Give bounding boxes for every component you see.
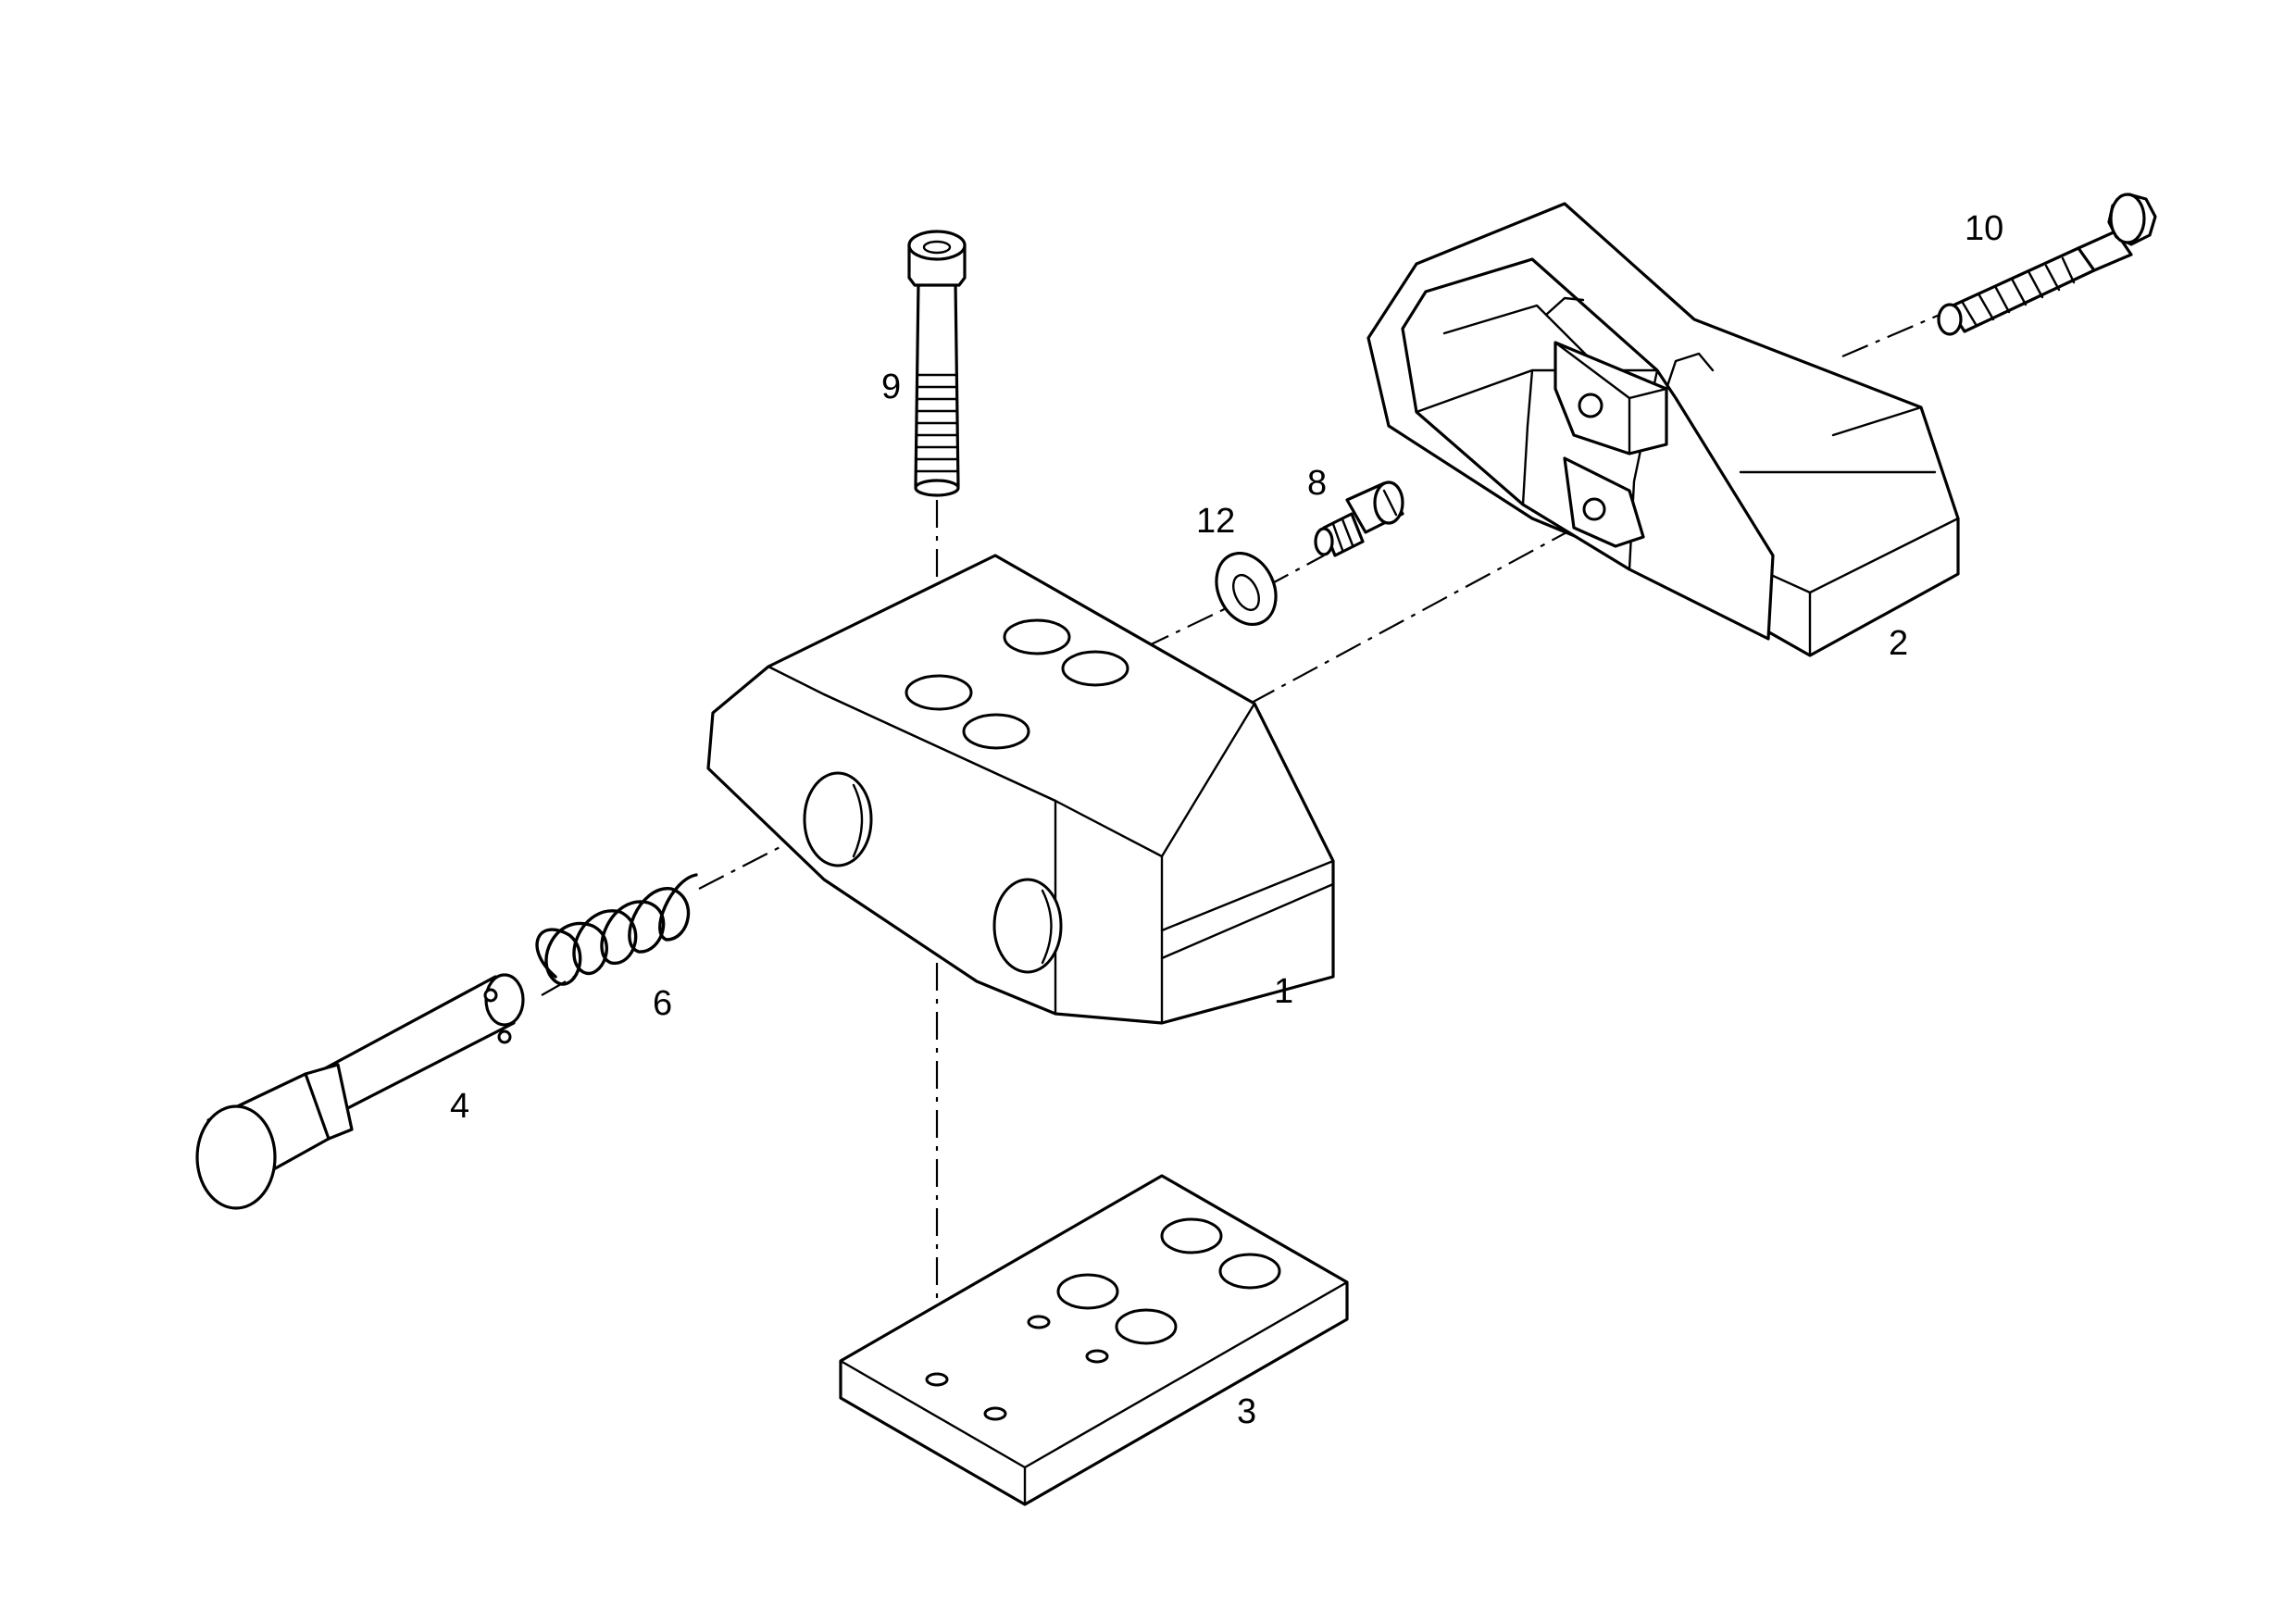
plunger-part	[195, 973, 525, 1210]
body-part	[706, 554, 1335, 1025]
vertical-bolt-part	[907, 230, 967, 497]
label-part-1: 1	[1274, 972, 1293, 1011]
label-part-4: 4	[450, 1087, 469, 1126]
label-part-10: 10	[1965, 209, 2003, 248]
label-part-8: 8	[1307, 464, 1327, 503]
horizontal-bolt-part	[1937, 193, 2157, 336]
set-screw-part	[1314, 480, 1404, 557]
label-part-6: 6	[653, 984, 672, 1023]
washer-part	[1215, 551, 1278, 627]
label-part-9: 9	[881, 368, 901, 406]
cover-part	[1366, 202, 1960, 657]
label-part-3: 3	[1237, 1392, 1256, 1431]
callout-labels: 1 2 3 4 6 8 9 10 12	[450, 209, 2003, 1431]
label-part-12: 12	[1196, 502, 1235, 541]
base-plate-part	[839, 1174, 1349, 1506]
spring-part	[535, 873, 698, 986]
label-part-2: 2	[1889, 624, 1908, 663]
